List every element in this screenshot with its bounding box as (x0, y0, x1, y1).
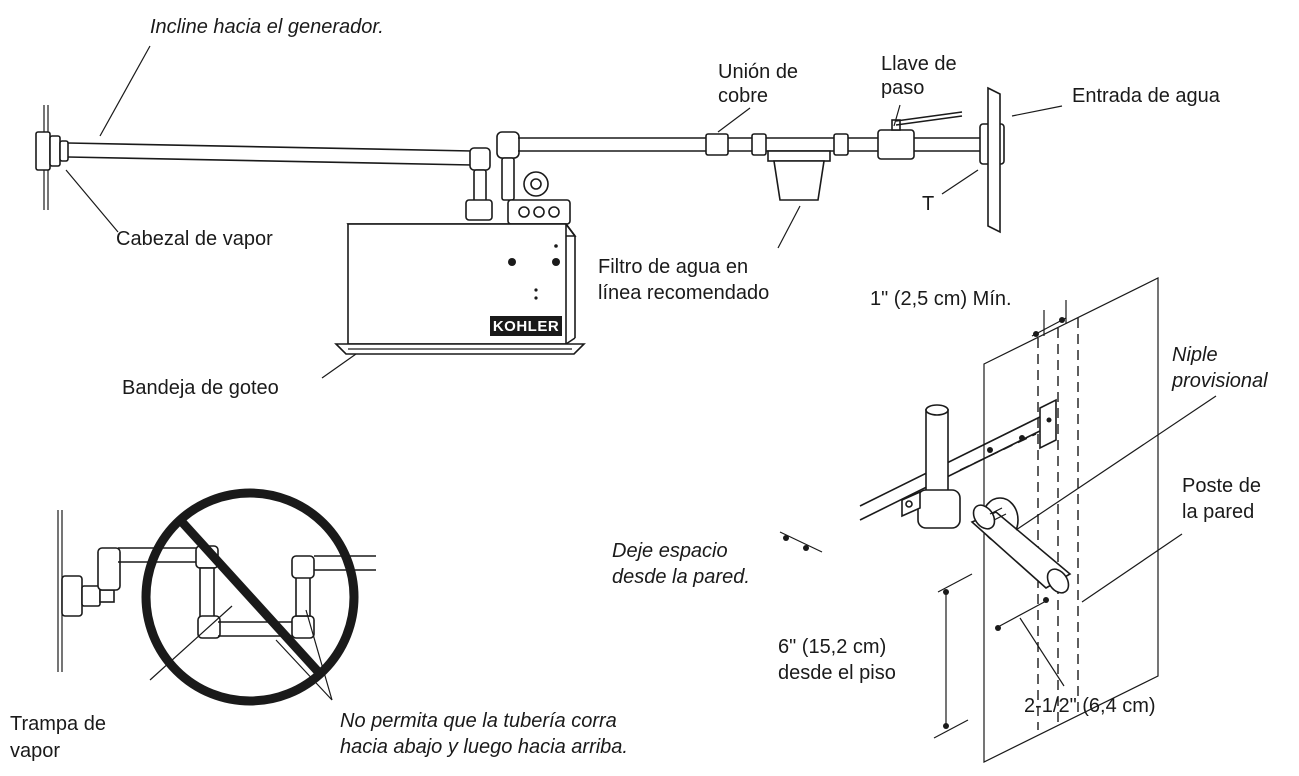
label-warning-line2: hacia abajo y luego hacia arriba. (340, 736, 628, 758)
steam-head (35, 131, 69, 171)
dim-stub-offset (995, 597, 1065, 687)
prohibition-icon (141, 488, 359, 706)
wall-stud (1037, 318, 1079, 730)
label-stub-offset: 2-1/2" (6,4 cm) (1024, 695, 1156, 717)
label-wall-clearance-line2: desde la pared. (612, 566, 750, 588)
steam-line-assembly: KOHLER (35, 86, 1005, 355)
label-steam-trap-line2: vapor (10, 740, 60, 762)
kohler-logo-text: KOHLER (493, 318, 559, 335)
label-water-inlet: Entrada de agua (1072, 85, 1221, 107)
wall-stub-detail (779, 277, 1217, 763)
steam-outlet-fitting (465, 147, 493, 221)
wall-panel (983, 277, 1159, 763)
label-nipple-line2: provisional (1171, 370, 1268, 392)
kohler-logo (490, 316, 562, 336)
label-filter-line2: línea recomendado (598, 282, 769, 304)
dim-min-clearance (1031, 300, 1067, 337)
shutoff-valve (877, 111, 963, 160)
label-tee: T (922, 193, 934, 215)
riser-elbow (901, 404, 961, 529)
dim-floor-height (933, 573, 973, 739)
drip-pan (334, 343, 586, 355)
tee-fitting (979, 86, 1005, 234)
label-floor-height-line1: 6" (15,2 cm) (778, 636, 886, 658)
label-stud-line1: Poste de (1182, 475, 1261, 497)
label-steam-head: Cabezal de vapor (116, 228, 273, 250)
label-incline: Incline hacia el generador. (150, 16, 384, 38)
mounting-bar (859, 398, 1057, 521)
leader-lines-top (65, 45, 1063, 379)
steam-trap-detail (57, 488, 376, 706)
labels: Incline hacia el generador. Unión de cob… (10, 16, 1268, 762)
label-filter-line1: Filtro de agua en (598, 256, 748, 278)
water-inlet-fitting (496, 131, 571, 225)
label-wall-clearance-line1: Deje espacio (612, 540, 728, 562)
inline-water-filter (767, 150, 831, 201)
label-drip-pan: Bandeja de goteo (122, 377, 279, 399)
steam-pipe (67, 142, 473, 166)
label-union-line2: cobre (718, 85, 768, 107)
temporary-nipple (970, 497, 1072, 594)
label-warning-line1: No permita que la tubería corra (340, 710, 617, 732)
label-floor-height-line2: desde el piso (778, 662, 896, 684)
steam-generator: KOHLER (346, 223, 577, 345)
label-min-clearance: 1" (2,5 cm) Mín. (870, 288, 1012, 310)
dim-wall-clearance (779, 531, 823, 553)
label-stud-line2: la pared (1182, 501, 1254, 523)
label-valve-line2: paso (881, 77, 924, 99)
label-union-line1: Unión de (718, 61, 798, 83)
label-valve-line1: Llave de (881, 53, 957, 75)
label-steam-trap-line1: Trampa de (10, 713, 106, 735)
label-nipple-line1: Niple (1172, 344, 1218, 366)
